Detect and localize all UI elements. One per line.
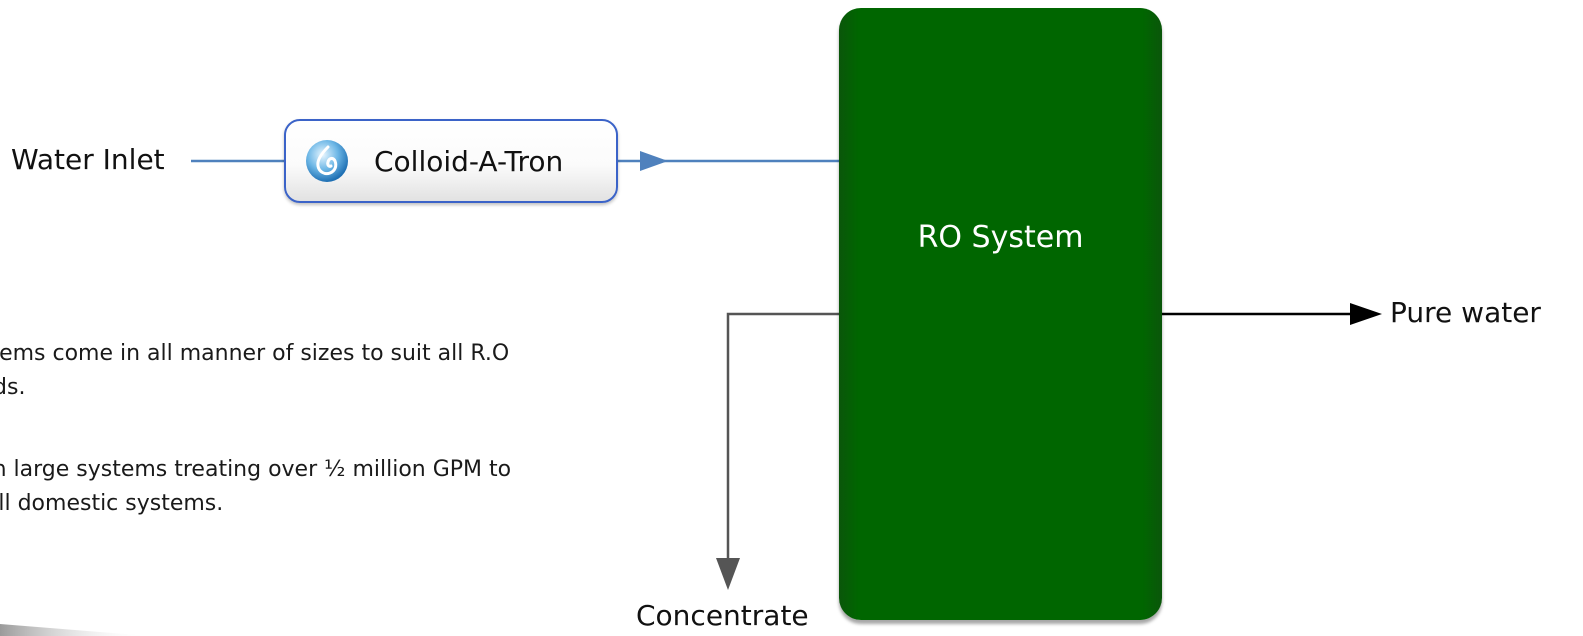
note-line: small domestic systems. bbox=[0, 491, 224, 516]
slide-corner-shade bbox=[0, 624, 150, 636]
note-line: Systems come in all manner of sizes to s… bbox=[0, 341, 510, 366]
colloid-a-tron-device: Colloid-A-Tron bbox=[284, 119, 618, 203]
note-paragraph: From large systems treating over ½ milli… bbox=[0, 453, 592, 521]
ro-system-label: RO System bbox=[917, 220, 1084, 255]
concentrate-pipe bbox=[726, 312, 839, 560]
note-paragraph: Systems come in all manner of sizes to s… bbox=[0, 337, 592, 405]
pure-water-label: Pure water bbox=[1390, 296, 1541, 329]
note-line: needs. bbox=[0, 375, 26, 400]
ro-system-block: RO System bbox=[839, 8, 1162, 620]
concentrate-arrow-icon bbox=[716, 558, 740, 590]
concentrate-label: Concentrate bbox=[636, 599, 809, 632]
water-inlet-label: Water Inlet bbox=[11, 143, 165, 176]
note-line: From large systems treating over ½ milli… bbox=[0, 457, 512, 482]
device-label: Colloid-A-Tron bbox=[374, 145, 564, 178]
flow-direction-arrow-icon bbox=[640, 151, 668, 171]
pure-water-arrow-icon bbox=[1350, 303, 1382, 325]
water-drop-logo-icon bbox=[306, 140, 348, 182]
